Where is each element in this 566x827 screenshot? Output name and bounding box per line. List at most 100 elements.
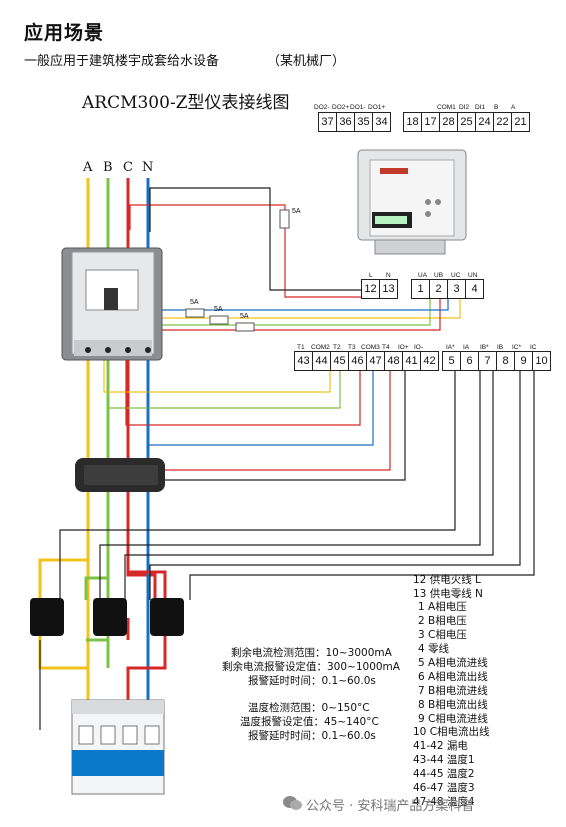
- term-label: IB: [497, 344, 504, 351]
- spec-line: 报警延时时间：0.1~60.0s: [248, 730, 376, 742]
- term-label: IA*: [446, 344, 455, 351]
- spec-line: 温度报警设定值：45~140°C: [240, 716, 379, 728]
- wire-ia: [59, 366, 456, 600]
- wechat-icon: [283, 796, 302, 810]
- subtitle-text: 一般应用于建筑楼宇成套给水设备: [24, 54, 220, 69]
- subtitle-paren: （某机械厂）: [267, 54, 346, 69]
- term-label: DO2+: [332, 104, 350, 111]
- legend-item: 12 供电火线 L: [413, 574, 481, 586]
- terminal: 6: [460, 351, 479, 371]
- terminal: 17: [421, 112, 440, 132]
- terminal: 46: [348, 351, 367, 371]
- legend-item: 46-47 温度3: [413, 782, 475, 794]
- term-label: B: [494, 104, 499, 111]
- load-breaker: [71, 699, 165, 795]
- terminal: 10: [532, 351, 551, 371]
- term-label: IO-: [414, 344, 424, 351]
- wire-ic: [149, 366, 521, 600]
- wire-a-ct2: [38, 635, 88, 670]
- term-label: T4: [382, 344, 390, 351]
- wire-c-ct: [126, 540, 167, 600]
- terminal: 1: [411, 279, 430, 299]
- terminal: 21: [511, 112, 530, 132]
- wire-meter-power-l: [129, 204, 362, 298]
- terminal: 45: [330, 351, 349, 371]
- fuse-label: 5A: [214, 306, 223, 313]
- wire-temp1: [103, 350, 331, 393]
- legend-item: 2 B相电压: [418, 615, 467, 627]
- term-label: DI2: [459, 104, 470, 111]
- arcm300-meter: [357, 149, 467, 255]
- terminal: 42: [420, 351, 439, 371]
- legend-item: 5 A相电流进线: [418, 657, 488, 669]
- term-label: UA: [418, 272, 428, 279]
- term-label: IA: [463, 344, 470, 351]
- term-label: COM2: [311, 344, 330, 351]
- legend-item: 13 供电零线 N: [413, 588, 483, 600]
- term-label: A: [511, 104, 516, 111]
- watermark: 公众号 · 安科瑞产品方案科普: [306, 799, 475, 814]
- voltage-terminal-strip: 1 2 3 4: [411, 279, 484, 299]
- subtitle: 一般应用于建筑楼宇成套给水设备 （某机械厂）: [24, 50, 345, 69]
- legend-item: 41-42 漏电: [413, 740, 468, 752]
- spec-line: 温度检测范围：0~150°C: [248, 702, 370, 714]
- wire-c-ct2: [126, 635, 167, 705]
- term-label: T3: [348, 344, 356, 351]
- wire-temp4: [147, 350, 374, 446]
- diagram-title: ARCM300-Z型仪表接线图: [82, 93, 290, 113]
- terminal: 44: [312, 351, 331, 371]
- fuse-label: 5A: [190, 299, 199, 306]
- term-label: DI1: [475, 104, 486, 111]
- terminal: 36: [336, 112, 355, 132]
- wire-temp3: [125, 350, 361, 426]
- term-label: UB: [434, 272, 444, 279]
- legend-item: 10 C相电流出线: [413, 726, 490, 738]
- power-terminal-strip: 12 13: [361, 279, 398, 299]
- terminal: 41: [402, 351, 421, 371]
- term-label: IO+: [398, 344, 409, 351]
- legend-item: 47-48 温度4: [413, 796, 475, 808]
- legend-item: 43-44 温度1: [413, 754, 475, 766]
- term-label: DO1+: [368, 104, 386, 111]
- main-breaker: [61, 247, 163, 361]
- term-label: UC: [451, 272, 461, 279]
- top-terminal-strip-left: 37 36 35 34: [318, 112, 391, 132]
- phase-label-b: B: [103, 160, 113, 175]
- spec-line: 报警延时时间：0.1~60.0s: [248, 675, 376, 687]
- wire-leak-1: [160, 366, 391, 471]
- phase-cts: [30, 598, 184, 636]
- terminal: 35: [354, 112, 373, 132]
- wire-phase-c-low: [126, 355, 157, 640]
- phase-label-a: A: [83, 160, 93, 175]
- legend-item: 8 B相电流出线: [418, 699, 488, 711]
- term-label: L: [369, 272, 373, 279]
- term-label: DO1-: [350, 104, 366, 111]
- legend-item: 44-45 温度2: [413, 768, 475, 780]
- terminal: 12: [361, 279, 380, 299]
- terminal: 37: [318, 112, 337, 132]
- term-label: UN: [468, 272, 478, 279]
- top-terminal-strip-right: 18 17 28 25 24 22 21: [403, 112, 530, 132]
- wire-uc: [125, 294, 441, 347]
- wire-ib-out: [124, 366, 494, 600]
- wire-ib: [99, 366, 481, 600]
- fuse-a: [185, 308, 205, 318]
- legend-item: 9 C相电流进线: [418, 713, 488, 725]
- terminal: 48: [384, 351, 403, 371]
- term-label: IC*: [512, 344, 522, 351]
- terminal: 47: [366, 351, 385, 371]
- term-label: N: [386, 272, 391, 279]
- section-heading: 应用场景: [24, 22, 105, 44]
- terminal: 34: [372, 112, 391, 132]
- fuse-power: [279, 209, 290, 229]
- temp-leakage-terminal-strip: 43 44 45 46 47 48 41 42: [294, 351, 439, 371]
- term-label: IB*: [480, 344, 489, 351]
- terminal: 18: [403, 112, 422, 132]
- ct-terminal-strip: 5 6 7 8 9 10: [442, 351, 551, 371]
- fuse-b: [209, 315, 229, 325]
- legend-item: 4 零线: [418, 643, 450, 655]
- legend-item: 3 C相电压: [418, 629, 467, 641]
- fuse-c: [235, 322, 255, 332]
